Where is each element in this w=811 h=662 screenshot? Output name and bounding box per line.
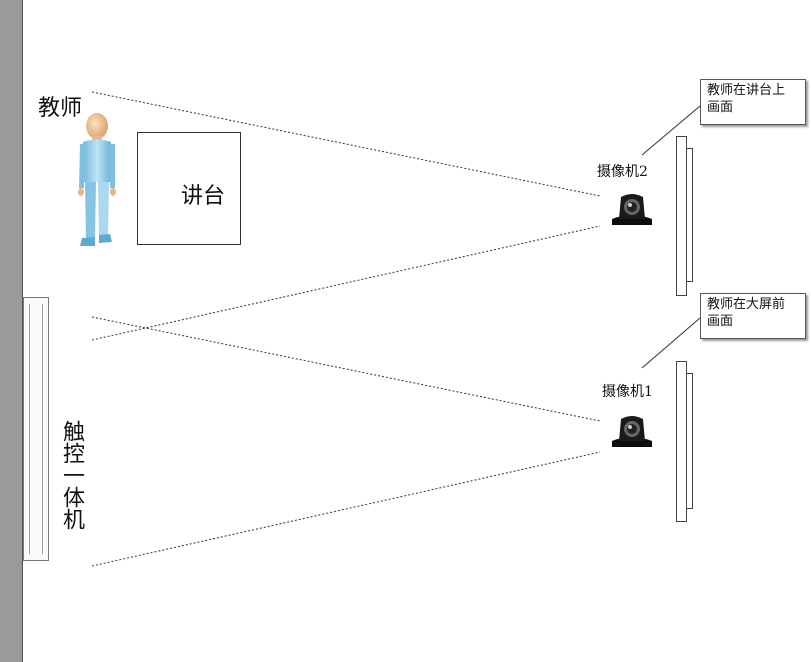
sight-line-board-top-to-camera2 (91, 225, 601, 341)
teacher-label: 教师 (38, 96, 83, 121)
wall (0, 0, 23, 662)
sight-line-board-bottom-to-camera1 (91, 451, 601, 567)
person-icon (78, 113, 116, 246)
podium-label: 讲台 (181, 184, 226, 209)
callout-podium-view: 教师在讲台上 画面 (700, 79, 806, 125)
podium (137, 132, 241, 245)
sight-line-board-top-to-camera1 (91, 316, 601, 422)
touch-panel-display (23, 297, 49, 561)
camera2-label: 摄像机2 (597, 164, 648, 180)
large-screen-bottom-panel (686, 373, 693, 509)
sight-line-teacher-to-camera2 (91, 91, 601, 197)
camera1-icon (612, 416, 652, 447)
callout-pointer-bottom (641, 317, 701, 369)
callout-pointer-top (641, 105, 701, 156)
callout-screen-view-line1: 教师在大屏前 (707, 297, 786, 312)
callout-screen-view-line2: 画面 (707, 314, 734, 329)
callout-podium-view-line1: 教师在讲台上 (707, 83, 786, 98)
large-screen-top-panel (686, 148, 693, 282)
camera2-icon (612, 194, 652, 225)
callout-podium-view-line2: 画面 (707, 100, 734, 115)
touch-panel-label: 触控一体机 (59, 420, 84, 530)
touch-panel-frame (29, 304, 43, 554)
callout-screen-view: 教师在大屏前 画面 (700, 293, 806, 339)
camera1-label: 摄像机1 (602, 384, 653, 400)
